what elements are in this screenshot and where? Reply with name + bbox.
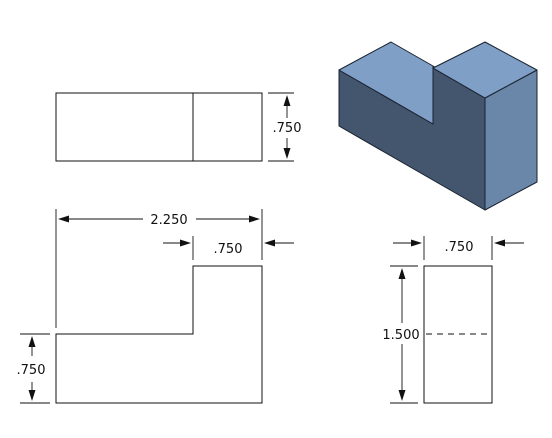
- top-depth-label: .750: [273, 121, 302, 136]
- top-depth-arrow-down: [283, 148, 291, 159]
- side-depth-label: .750: [445, 240, 474, 255]
- side-height-label: 1.500: [382, 328, 419, 343]
- front-step-arrow-right: [264, 239, 275, 247]
- front-base-label: .750: [17, 363, 46, 378]
- top-depth-arrow-up: [283, 95, 291, 106]
- side-depth-arrow-right: [494, 239, 505, 247]
- iso-top-face-tall: [432, 41, 538, 99]
- side-depth-arrow-left: [411, 239, 422, 247]
- front-step-arrow-left: [180, 239, 191, 247]
- top-view-outline: [55, 92, 263, 162]
- side-view-outline: [423, 265, 493, 404]
- front-width-arrow-left: [58, 215, 69, 223]
- front-view: 2.250 .750 .750: [17, 209, 294, 404]
- side-view: .750 1.500: [382, 236, 524, 404]
- front-view-outline: [55, 265, 263, 404]
- side-height-arrow-down: [398, 390, 406, 401]
- top-view: .750: [55, 92, 302, 162]
- front-width-label: 2.250: [150, 213, 187, 228]
- isometric-view: [338, 41, 538, 211]
- front-base-arrow-down: [28, 390, 36, 401]
- front-width-arrow-right: [249, 215, 260, 223]
- front-step-label: .750: [214, 242, 243, 257]
- front-base-arrow-up: [28, 336, 36, 347]
- side-height-arrow-up: [398, 268, 406, 279]
